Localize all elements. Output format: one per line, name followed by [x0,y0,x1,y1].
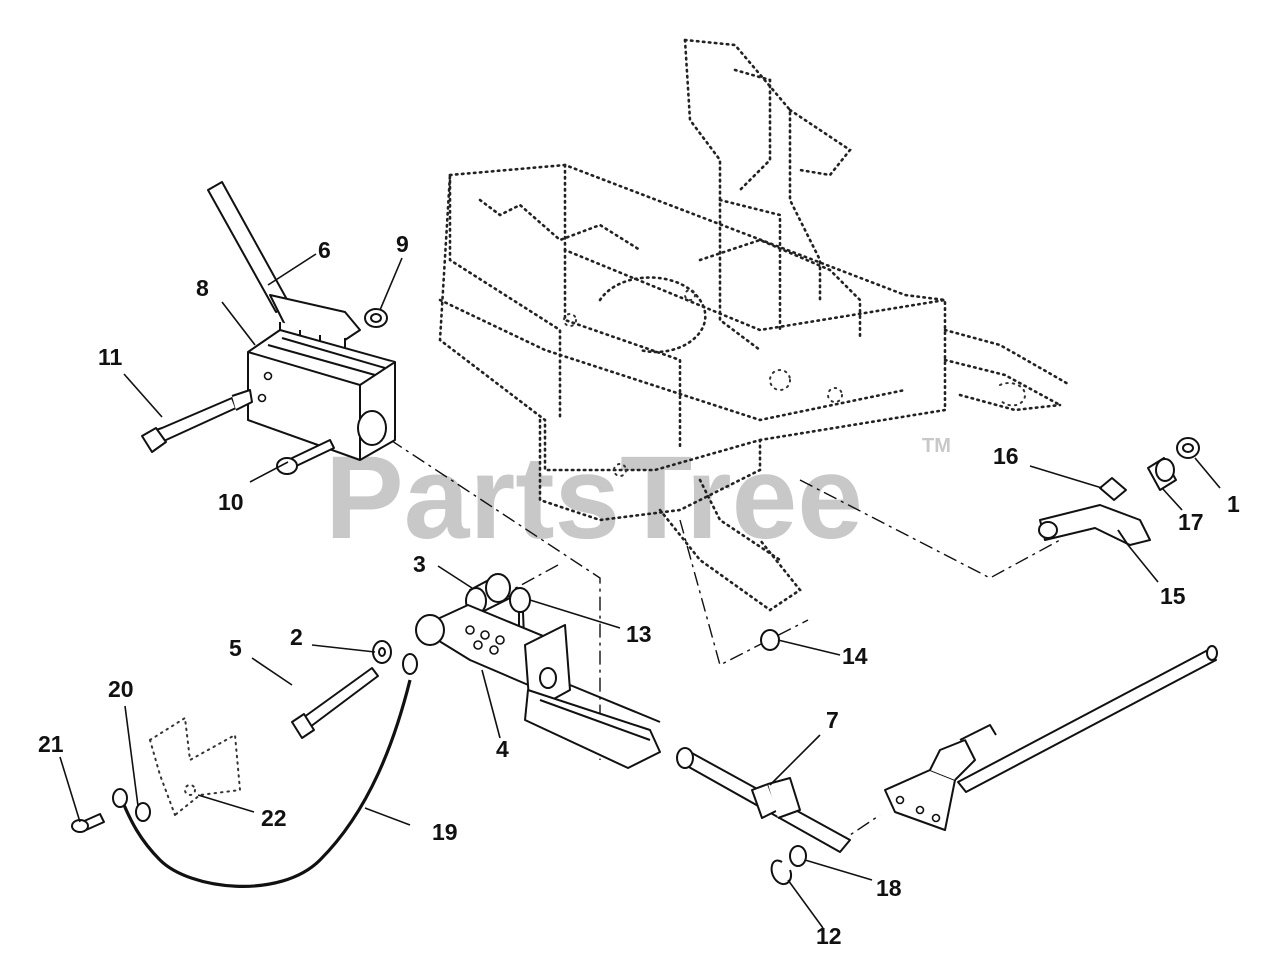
bushing-17 [1147,457,1177,491]
callout-11: 11 [98,344,123,370]
callout-18: 18 [876,875,902,901]
callout-13: 13 [626,621,652,647]
link-15 [1038,504,1151,546]
callout-20: 20 [108,676,134,702]
watermark-text: PartsTree [325,432,863,564]
callout-3: 3 [413,551,426,577]
callout-16: 16 [993,443,1019,469]
callout-labels: 1 2 3 4 5 6 7 8 9 10 11 12 13 14 15 16 1… [38,231,1240,949]
watermark-trademark: TM [922,435,951,457]
callout-14: 14 [842,643,868,669]
washer-18 [789,845,807,867]
ground-wire [112,653,418,888]
nut-9 [364,308,388,328]
screw-10 [276,439,335,475]
callout-8: 8 [196,275,209,301]
callout-21: 21 [38,731,64,757]
screw-16 [1099,477,1127,501]
callout-9: 9 [396,231,409,257]
screw-21 [71,813,105,833]
housing-block [247,329,396,461]
callout-19: 19 [432,819,458,845]
callout-10: 10 [218,489,244,515]
chassis-frame [438,38,1072,612]
clip-12 [770,859,792,886]
nut-1 [1176,437,1200,459]
callout-12: 12 [816,923,842,949]
leader-lines [59,253,1221,929]
bolt-11 [141,389,253,453]
callout-1: 1 [1227,491,1240,517]
washer-2 [372,640,392,664]
pivot-arm [415,604,661,769]
callout-4: 4 [496,736,509,762]
callout-5: 5 [229,635,242,661]
shaft-7 [676,747,851,853]
washer-20 [135,802,151,822]
callout-6: 6 [318,237,331,263]
callout-7: 7 [826,707,839,733]
callout-22: 22 [261,805,287,831]
bolt-5 [291,667,379,739]
callout-15: 15 [1160,583,1186,609]
bracket-22 [149,716,242,816]
callout-17: 17 [1178,509,1204,535]
long-rod [884,645,1218,831]
callout-2: 2 [290,624,303,650]
nut-14 [760,629,780,651]
